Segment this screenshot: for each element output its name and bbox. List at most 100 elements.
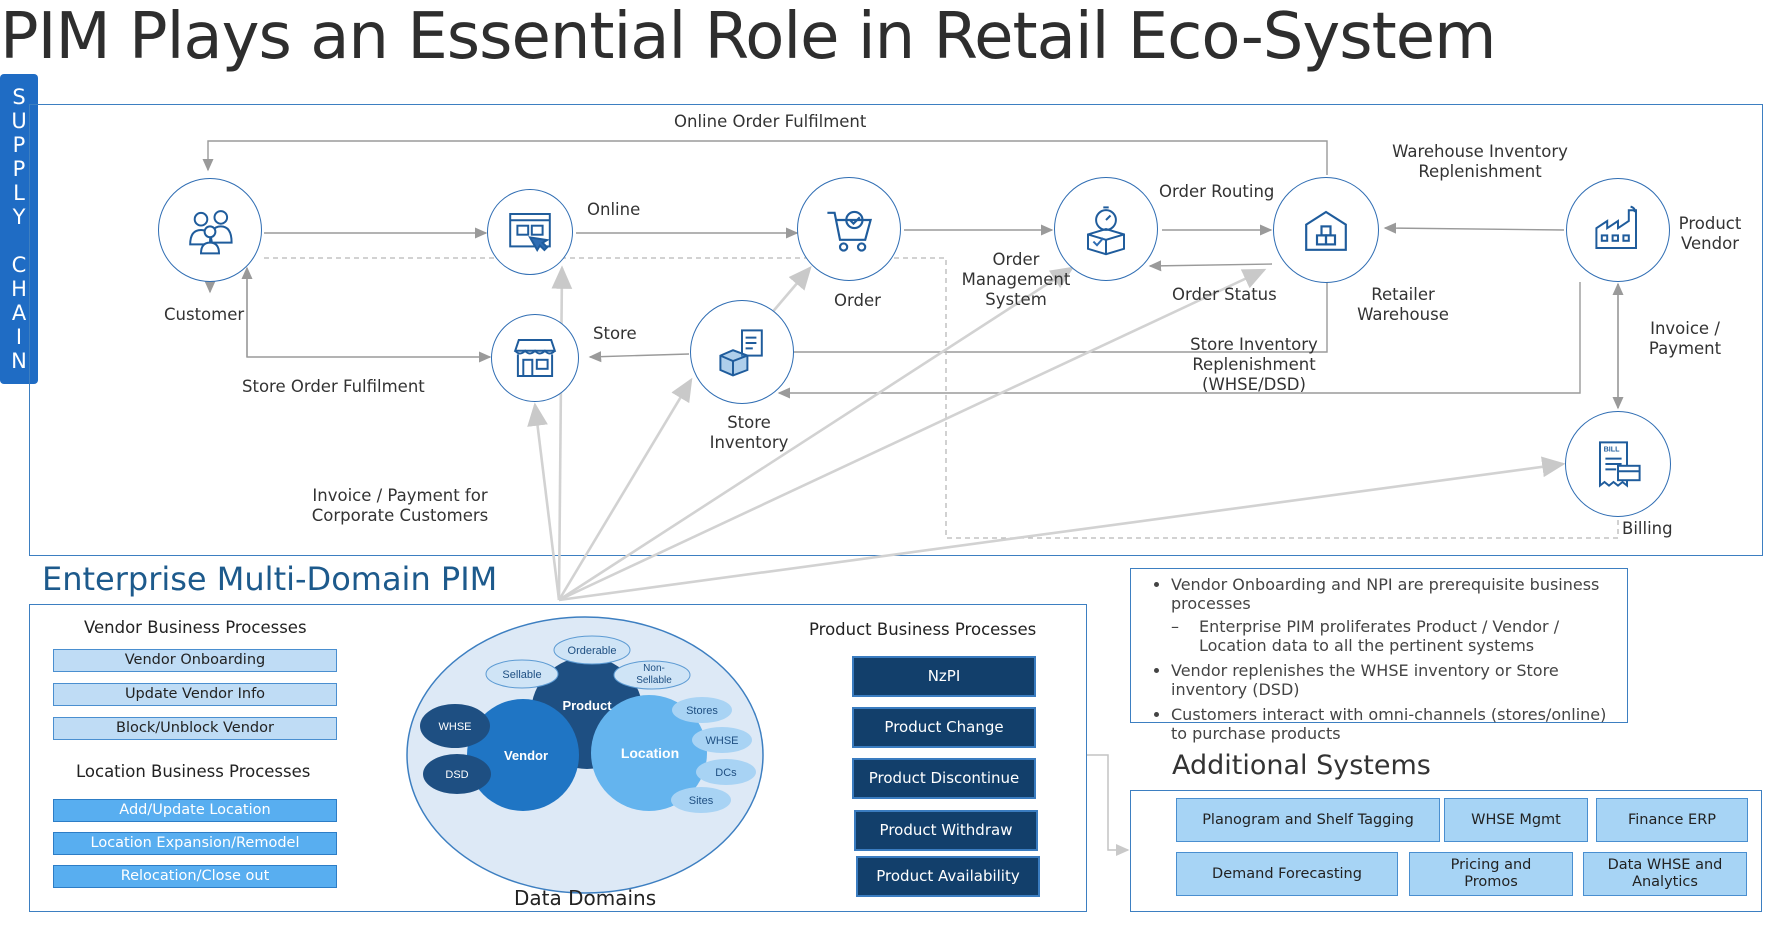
data-domains-caption: Data Domains <box>514 886 657 910</box>
supply-letter: S <box>12 85 26 109</box>
supply-letter: P <box>12 133 26 157</box>
location-process-item[interactable]: Add/Update Location <box>53 799 337 822</box>
order-node <box>797 177 901 281</box>
supply-letter: U <box>11 109 27 133</box>
invoice-corporate-label: Invoice / Payment for Corporate Customer… <box>311 486 489 525</box>
location-process-item[interactable]: Relocation/Close out <box>53 865 337 888</box>
system-item[interactable]: Pricing and Promos <box>1409 852 1573 896</box>
note-sub-item: Enterprise PIM proliferates Product / Ve… <box>1171 617 1627 655</box>
svg-text:Product: Product <box>562 698 612 713</box>
system-item[interactable]: WHSE Mgmt <box>1444 798 1588 842</box>
pim-panel <box>29 604 1087 912</box>
invoice-payment-label: Invoice / Payment <box>1648 319 1722 358</box>
orderable-bubble <box>553 635 631 665</box>
svg-text:WHSE: WHSE <box>439 721 472 733</box>
pim-heading: Enterprise Multi-Domain PIM <box>42 560 498 598</box>
system-item[interactable]: Data WHSE and Analytics <box>1583 852 1747 896</box>
sites-bubble <box>671 787 731 813</box>
product-process-item[interactable]: NzPI <box>852 656 1036 697</box>
supply-letter: A <box>11 301 27 325</box>
vendor-process-item[interactable]: Block/Unblock Vendor <box>53 717 337 740</box>
warehouse-inventory-replenishment-label: Warehouse Inventory Replenishment <box>1392 142 1568 181</box>
order-status-label: Order Status <box>1172 285 1277 304</box>
whse-location-bubble <box>692 727 752 753</box>
billing-node: BILL <box>1565 411 1671 517</box>
supply-chain-bar: S U P P L Y C H A I N <box>0 74 38 384</box>
svg-text:Sellable: Sellable <box>636 675 672 686</box>
customer-node <box>158 178 262 282</box>
customer-label: Customer <box>164 305 245 324</box>
system-item[interactable]: Finance ERP <box>1596 798 1748 842</box>
note-item: Vendor Onboarding and NPI are prerequisi… <box>1171 575 1627 655</box>
vendor-processes-title: Vendor Business Processes <box>84 618 307 637</box>
product-process-item[interactable]: Product Discontinue <box>852 758 1036 799</box>
svg-text:Location: Location <box>621 745 679 761</box>
stopwatch-box-icon <box>1087 206 1125 256</box>
svg-text:Sellable: Sellable <box>502 669 541 681</box>
oms-label: Order Management System <box>961 250 1071 309</box>
storefront-icon <box>513 339 557 377</box>
retailer-warehouse-label: Retailer Warehouse <box>1357 285 1449 324</box>
note-item: Vendor replenishes the WHSE inventory or… <box>1171 661 1627 699</box>
product-process-item[interactable]: Product Availability <box>856 856 1040 897</box>
notes-box: Vendor Onboarding and NPI are prerequisi… <box>1130 568 1628 743</box>
product-vendor-node <box>1566 178 1670 282</box>
supply-letter: L <box>13 181 25 205</box>
whse-vendor-bubble <box>420 704 490 748</box>
svg-text:DCs: DCs <box>715 767 737 779</box>
store-inventory-node <box>690 300 794 404</box>
order-label: Order <box>834 291 881 310</box>
stores-bubble <box>672 697 732 723</box>
supply-letter: Y <box>12 205 26 229</box>
supply-letter: P <box>12 157 26 181</box>
product-vendor-label: Product Vendor <box>1678 214 1742 253</box>
system-item[interactable]: Planogram and Shelf Tagging <box>1176 798 1440 842</box>
customers-icon <box>189 210 233 255</box>
supply-letter: H <box>11 277 27 301</box>
product-process-item[interactable]: Product Withdraw <box>854 810 1038 851</box>
store-node <box>491 314 579 402</box>
page-title: PIM Plays an Essential Role in Retail Ec… <box>0 0 1496 74</box>
product-process-item[interactable]: Product Change <box>852 707 1036 748</box>
billing-label: Billing <box>1622 519 1673 538</box>
dsd-bubble <box>423 754 491 794</box>
vendor-domain <box>467 699 579 811</box>
store-label: Store <box>593 324 637 343</box>
warehouse-icon <box>1305 210 1347 251</box>
product-processes-title: Product Business Processes <box>809 620 1037 639</box>
supply-letter: I <box>15 325 23 349</box>
svg-text:Stores: Stores <box>686 705 718 717</box>
warehouse-node <box>1273 177 1379 283</box>
vendor-process-item[interactable]: Vendor Onboarding <box>53 649 337 672</box>
vendor-process-item[interactable]: Update Vendor Info <box>53 683 337 706</box>
inventory-checklist-icon <box>719 329 763 377</box>
store-inventory-replenishment-label: Store Inventory Replenishment (WHSE/DSD) <box>1190 335 1318 394</box>
shopping-cart-icon <box>827 210 873 252</box>
svg-text:Vendor: Vendor <box>504 748 548 763</box>
order-routing-label: Order Routing <box>1159 182 1275 201</box>
system-item[interactable]: Demand Forecasting <box>1176 852 1398 896</box>
dcs-bubble <box>696 759 756 785</box>
online-label: Online <box>587 200 641 219</box>
location-processes-title: Location Business Processes <box>76 762 311 781</box>
location-process-item[interactable]: Location Expansion/Remodel <box>53 832 337 855</box>
oms-node <box>1054 177 1158 281</box>
additional-systems-panel <box>1130 790 1762 912</box>
svg-text:DSD: DSD <box>445 769 468 781</box>
additional-systems-heading: Additional Systems <box>1172 750 1431 781</box>
online-order-fulfilment-label: Online Order Fulfilment <box>674 112 867 131</box>
svg-text:Sites: Sites <box>689 795 714 807</box>
online-node <box>487 189 573 275</box>
svg-text:BILL: BILL <box>1604 444 1621 453</box>
svg-text:Non-: Non- <box>643 663 665 674</box>
sellable-bubble <box>485 659 559 689</box>
bill-icon: BILL <box>1599 441 1641 488</box>
svg-text:WHSE: WHSE <box>706 735 739 747</box>
store-order-fulfilment-label: Store Order Fulfilment <box>242 377 425 396</box>
online-store-icon <box>509 213 551 252</box>
supply-letter: C <box>11 253 27 277</box>
factory-icon <box>1595 205 1637 249</box>
data-domains-diagram: Product Vendor Location Orderable Sellab… <box>406 616 764 894</box>
location-domain <box>591 695 707 811</box>
